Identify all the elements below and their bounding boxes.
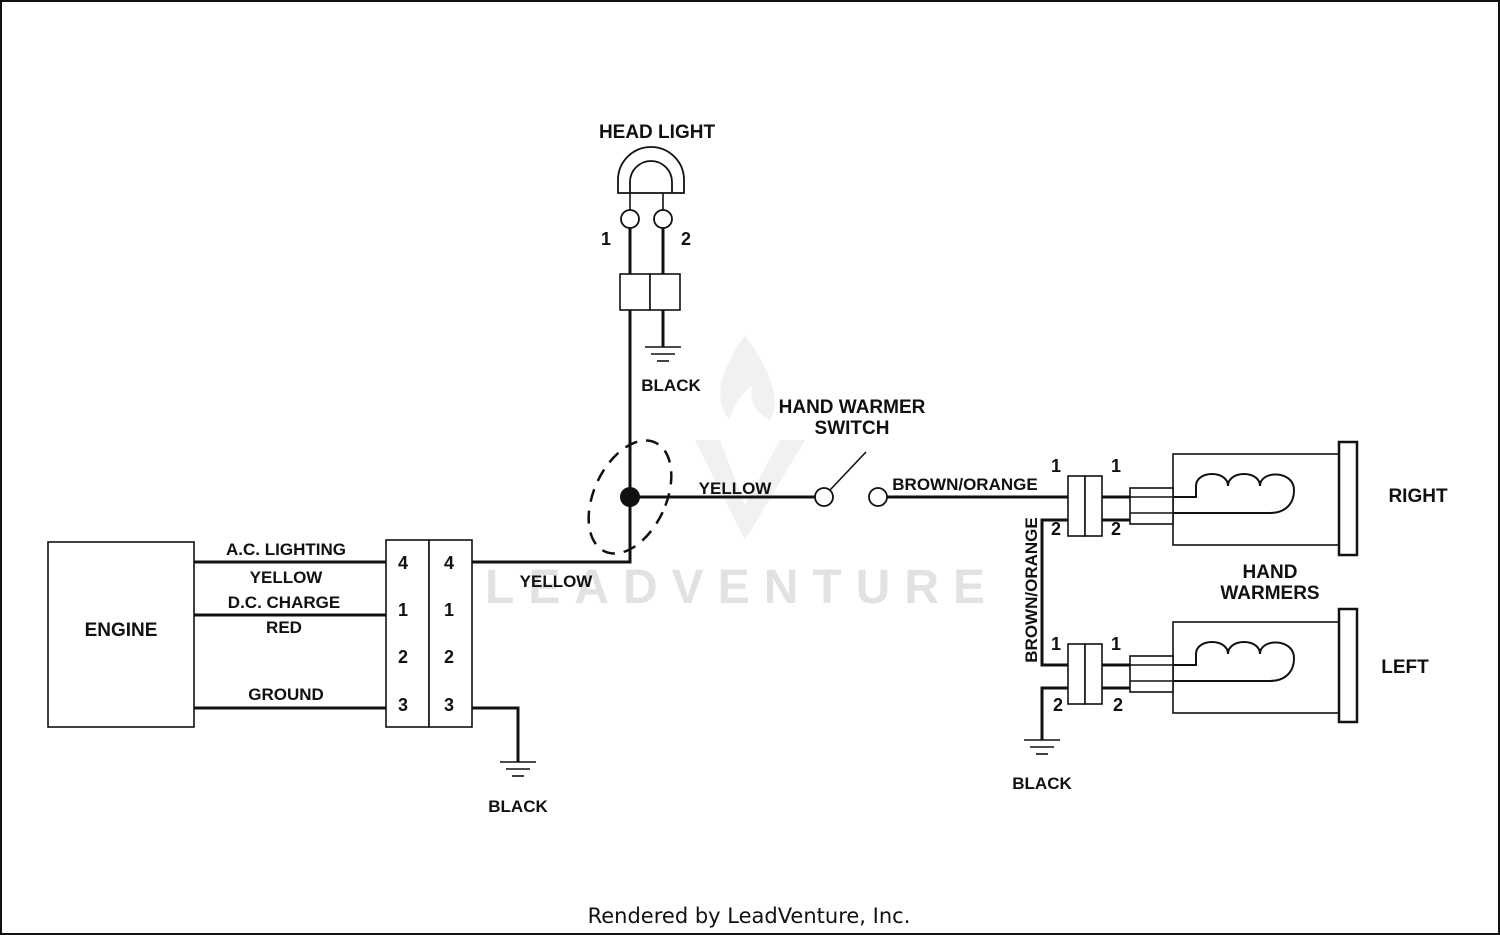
label-ac-lighting: A.C. LIGHTING: [226, 540, 346, 559]
left-pin: 1: [1111, 634, 1121, 654]
headlight-bulb-icon: [617, 146, 685, 229]
headlight-pin: 2: [681, 229, 691, 249]
headlight-connector-left: [619, 273, 651, 311]
engine-label: ENGINE: [85, 620, 158, 641]
wire-warmer-ground: [1040, 686, 1068, 740]
connector-pin: 1: [398, 600, 408, 620]
label-brown-orange-vertical: BROWN/ORANGE: [1022, 517, 1041, 662]
switch-label-line2: SWITCH: [815, 418, 890, 439]
connector-pin: 2: [398, 647, 408, 667]
connector-pin: 3: [398, 695, 408, 715]
headlight-label: HEAD LIGHT: [599, 122, 716, 143]
right-hand-warmer: [1129, 440, 1359, 557]
hand-warmer-switch-icon: [814, 451, 888, 507]
headlight-ground-icon: [645, 346, 681, 362]
engine-connector-left: [385, 539, 430, 728]
connector-pin: 2: [444, 647, 454, 667]
hand-warmers-label-line2: WARMERS: [1220, 583, 1319, 604]
right-pin: 1: [1111, 456, 1121, 476]
warmer-ground-icon: [1024, 739, 1060, 755]
watermark-text: LEADVENTURE: [485, 561, 999, 614]
label-yellow: YELLOW: [250, 568, 324, 587]
right-pin: 2: [1051, 519, 1061, 539]
footer-credit: Rendered by LeadVenture, Inc.: [588, 904, 911, 928]
watermark-logo: [695, 335, 805, 540]
wire-engine-ground: [472, 706, 520, 762]
label-yellow-main: YELLOW: [520, 572, 594, 591]
left-connector-left: [1067, 643, 1086, 705]
engine-box: [47, 541, 195, 728]
connector-pin: 4: [444, 553, 454, 573]
left-pin: 2: [1113, 695, 1123, 715]
label-black-warmers: BLACK: [1012, 774, 1072, 793]
label-yellow-switch: YELLOW: [699, 479, 773, 498]
connector-pin: 1: [444, 600, 454, 620]
wire-brown-orange-link: [1040, 518, 1068, 667]
label-right: RIGHT: [1388, 486, 1448, 507]
engine-connector-right: [428, 539, 473, 728]
label-red: RED: [266, 618, 302, 637]
label-black-engine: BLACK: [488, 797, 548, 816]
right-connector-left: [1067, 475, 1086, 537]
label-dc-charge: D.C. CHARGE: [228, 593, 340, 612]
label-left: LEFT: [1381, 657, 1429, 678]
headlight-connector-right: [649, 273, 681, 311]
right-pin: 2: [1111, 519, 1121, 539]
right-pin: 1: [1051, 456, 1061, 476]
wire-yellow-main: [472, 310, 632, 564]
right-connector-right: [1084, 475, 1103, 537]
left-pin: 1: [1051, 634, 1061, 654]
engine-ground-icon: [500, 761, 536, 777]
connector-pin: 3: [444, 695, 454, 715]
connector-pin: 4: [398, 553, 408, 573]
label-ground: GROUND: [248, 685, 324, 704]
headlight-pin: 1: [601, 229, 611, 249]
label-brown-orange: BROWN/ORANGE: [892, 475, 1037, 494]
left-pin: 2: [1053, 695, 1063, 715]
switch-label-line1: HAND WARMER: [779, 397, 926, 418]
hand-warmers-label-line1: HAND: [1243, 562, 1298, 583]
left-hand-warmer: [1129, 607, 1359, 724]
left-connector-right: [1084, 643, 1103, 705]
label-black-headlight: BLACK: [641, 376, 701, 395]
